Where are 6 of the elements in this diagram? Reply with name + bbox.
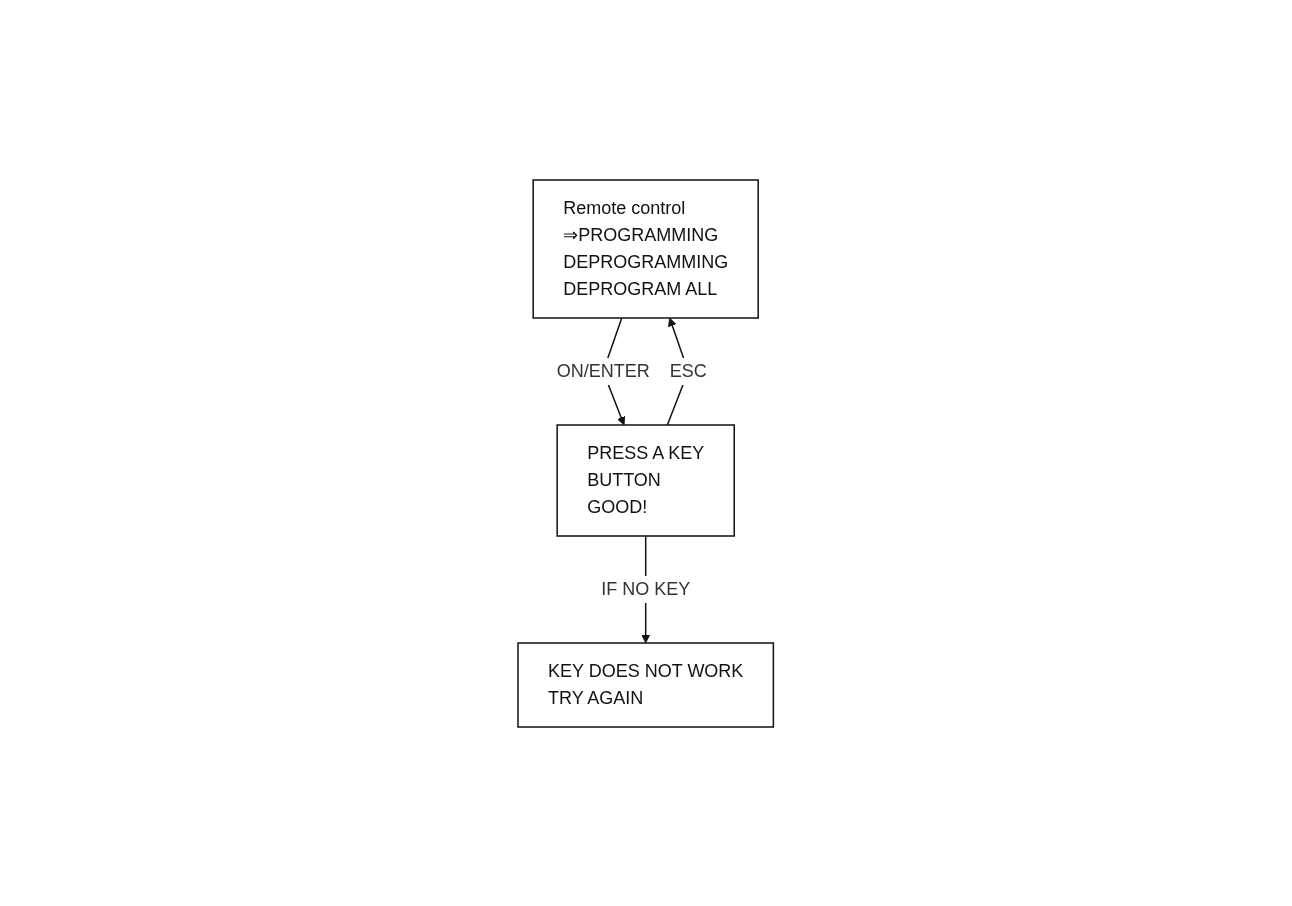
edge-label: ESC <box>670 360 708 381</box>
edge-label: ON/ENTER <box>556 360 650 381</box>
node-box: PRESS A KEY BUTTON GOOD! <box>556 423 736 537</box>
node-box: Remote control ⇒PROGRAMMING DEPROGRAMMING DEPROGRAM ALL <box>532 178 760 319</box>
edge-label: IF NO KEY <box>601 578 691 599</box>
node-box: KEY DOES NOT WORK TRY AGAIN <box>517 641 775 728</box>
